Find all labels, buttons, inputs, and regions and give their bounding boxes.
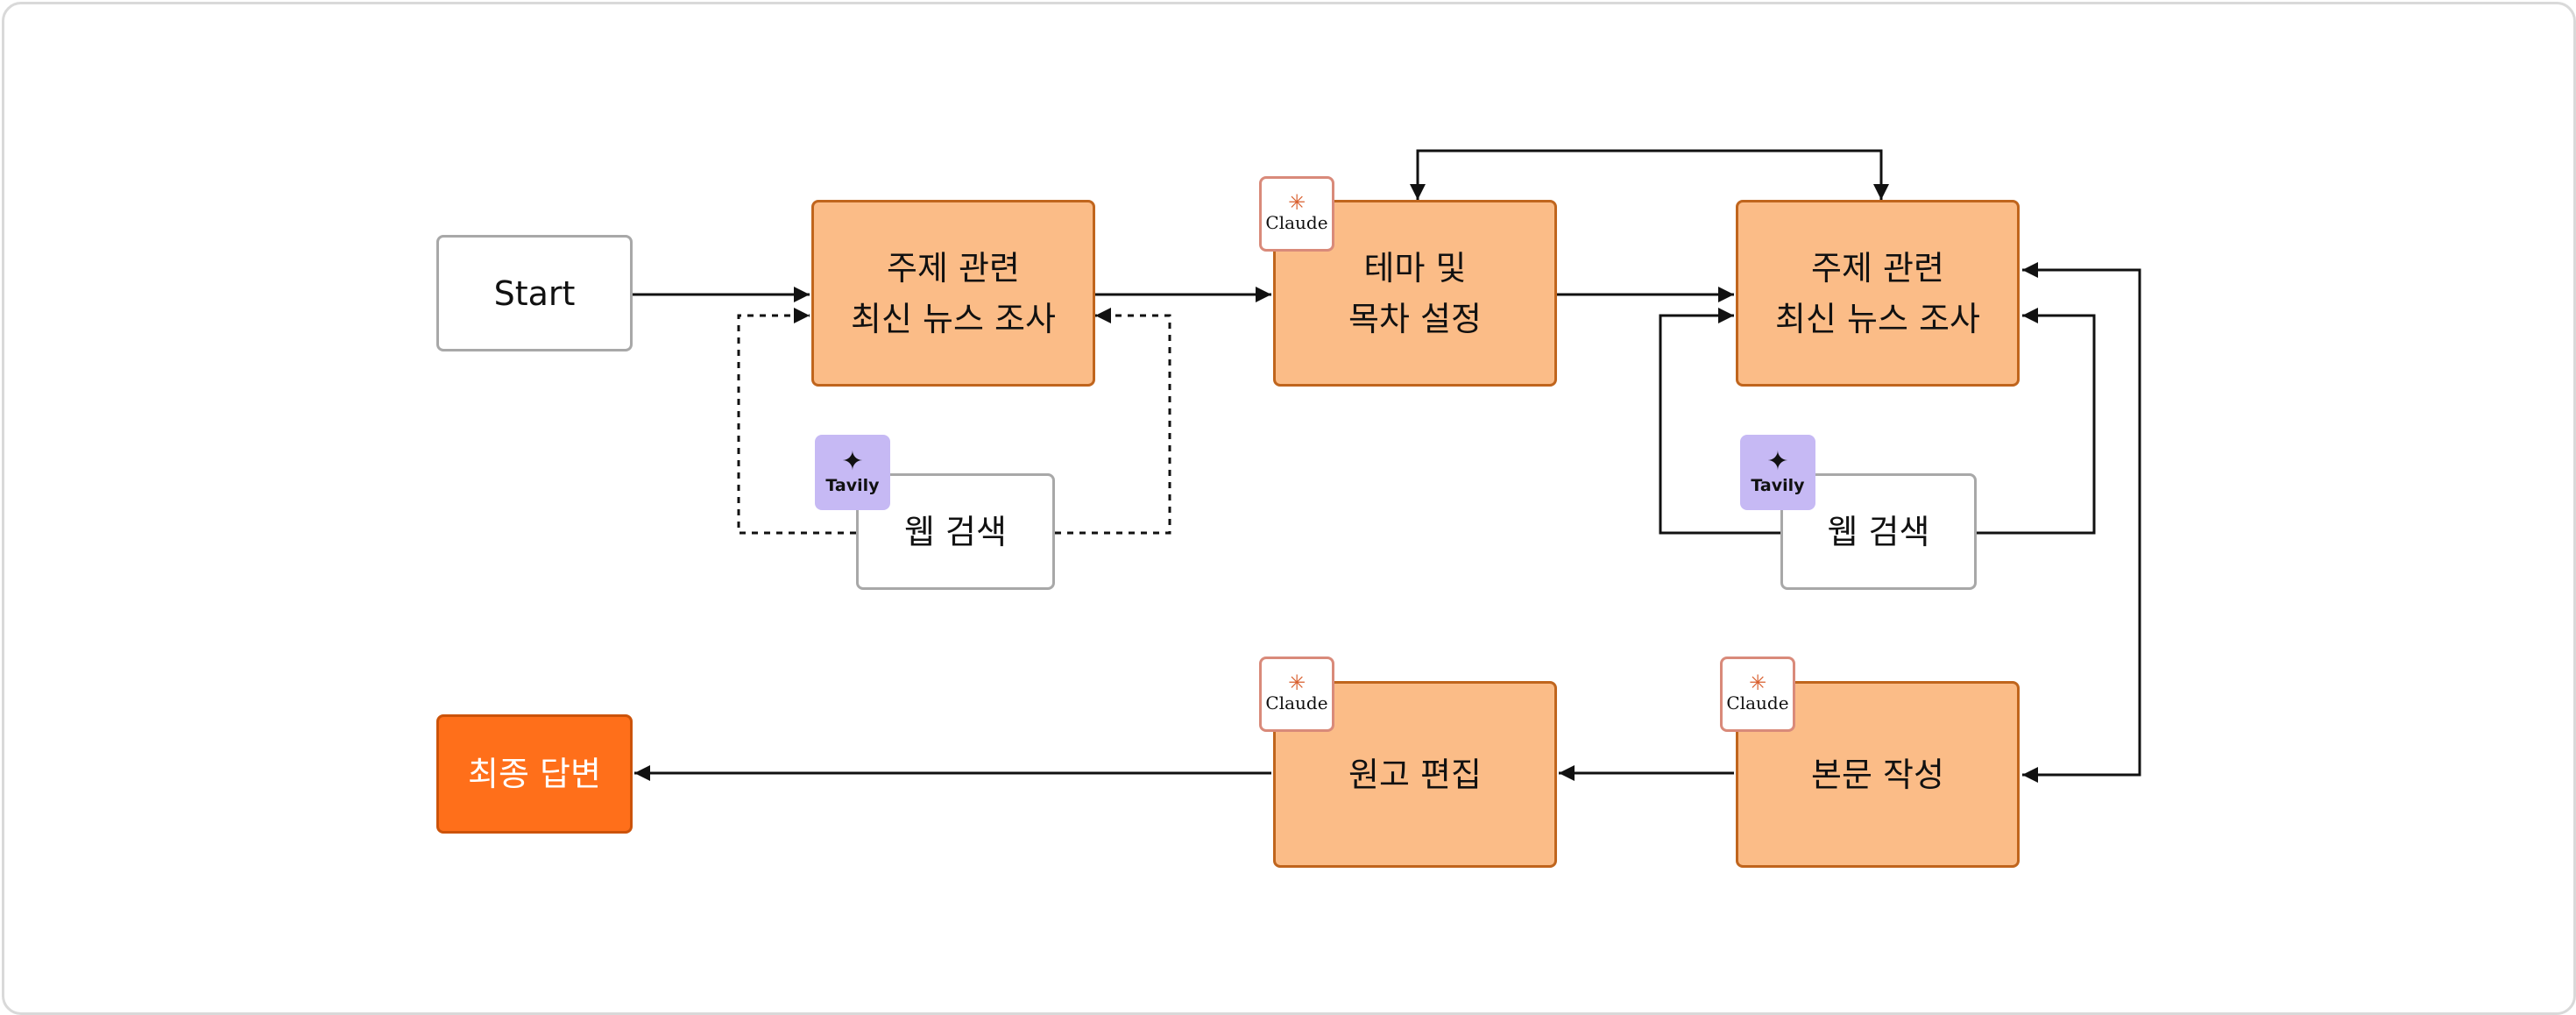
- claude-badge-theme: ✳ Claude: [1259, 176, 1334, 252]
- claude-badge-body: ✳ Claude: [1720, 657, 1795, 732]
- web-search-1-label: 웹 검색: [904, 512, 1007, 551]
- draft-editing-label: 원고 편집: [1348, 755, 1482, 794]
- edge-web1-to-news1-right: [1055, 308, 1171, 535]
- claude-spark-icon: ✳: [1287, 671, 1306, 695]
- claude-badge-label: Claude: [1265, 692, 1328, 713]
- edge-web2-to-news2-left: [1659, 308, 1780, 535]
- claude-badge-label: Claude: [1265, 212, 1328, 233]
- tavily-star-icon: ✦: [1766, 446, 1789, 477]
- final-answer-label: 최종 답변: [468, 755, 601, 793]
- theme-toc-line1: 테마 및: [1363, 248, 1467, 287]
- claude-badge-label: Claude: [1726, 692, 1789, 713]
- news-research-2-line1: 주제 관련: [1811, 248, 1944, 287]
- claude-spark-icon: ✳: [1748, 671, 1767, 695]
- final-answer-node[interactable]: 최종 답변: [436, 714, 633, 834]
- theme-toc-line2: 목차 설정: [1348, 299, 1482, 338]
- claude-badge-edit: ✳ Claude: [1259, 657, 1334, 732]
- news-research-2-line2: 최신 뉴스 조사: [1775, 299, 1980, 338]
- edge-web1-to-news1-left: [737, 308, 856, 535]
- start-label: Start: [493, 273, 576, 313]
- news-research-node-2[interactable]: 주제 관련 최신 뉴스 조사: [1736, 200, 2020, 387]
- start-node[interactable]: Start: [436, 235, 633, 351]
- tavily-badge-web2: ✦ Tavily: [1740, 435, 1815, 510]
- news-research-1-line2: 최신 뉴스 조사: [851, 299, 1056, 338]
- tavily-star-icon: ✦: [841, 446, 864, 477]
- tavily-badge-label: Tavily: [825, 476, 880, 495]
- edge-news2-to-body: [2022, 262, 2141, 783]
- body-writing-label: 본문 작성: [1811, 755, 1944, 794]
- tavily-badge-label: Tavily: [1751, 476, 1805, 495]
- news-research-1-line1: 주제 관련: [887, 248, 1020, 287]
- claude-spark-icon: ✳: [1287, 190, 1306, 215]
- news-research-node-1[interactable]: 주제 관련 최신 뉴스 조사: [811, 200, 1095, 387]
- web-search-2-label: 웹 검색: [1827, 512, 1930, 551]
- edge-loop-theme-news2: [1410, 149, 1889, 200]
- tavily-badge-web1: ✦ Tavily: [815, 435, 890, 510]
